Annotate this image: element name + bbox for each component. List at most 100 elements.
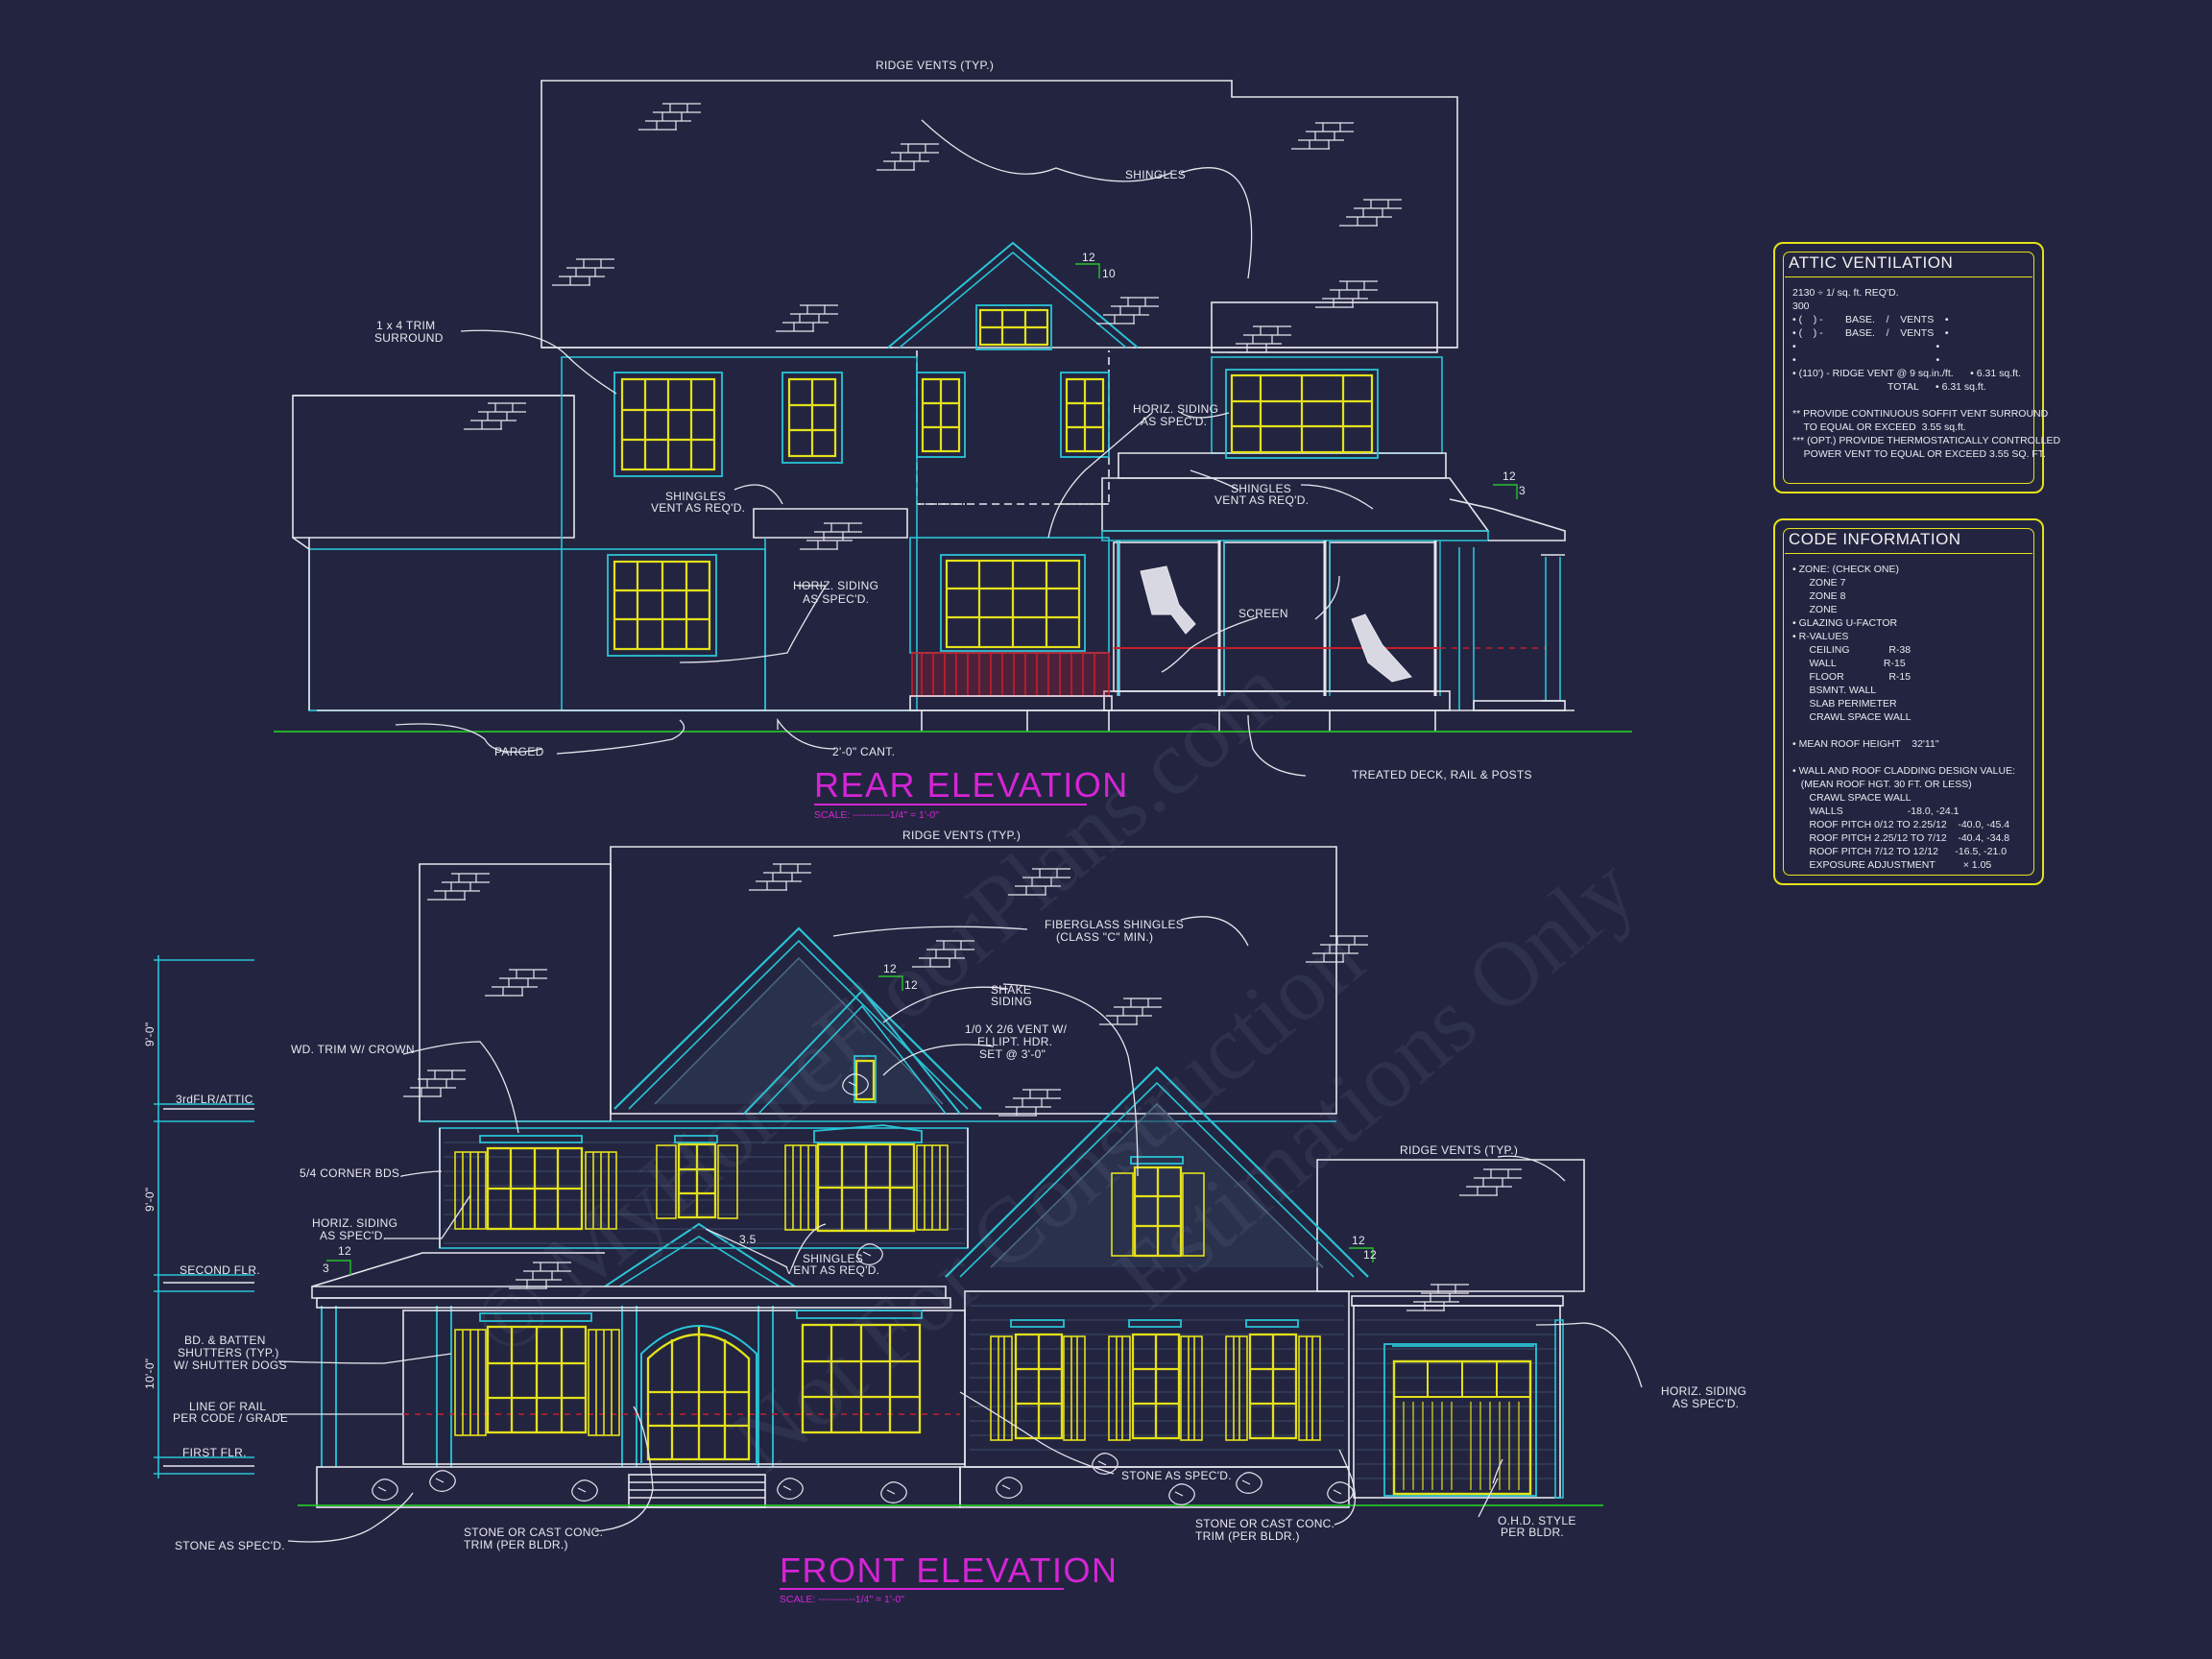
rear-elevation — [274, 80, 1632, 733]
front-pitch-12a: 12 — [883, 962, 897, 975]
code-note-line: • R-VALUES — [1792, 631, 1849, 642]
rear-trim-label-1: 1 x 4 TRIM — [376, 319, 435, 332]
front-title-block: FRONT ELEVATION SCALE: -----------1/4" =… — [780, 1551, 1117, 1605]
code-note-line: CRAWL SPACE WALL — [1792, 792, 1911, 804]
rear-cant-label: 2'-0" CANT. — [832, 745, 895, 758]
front-pitch-12c: 12 — [338, 1244, 351, 1258]
attic-ventilation-title: ATTIC VENTILATION — [1789, 253, 1954, 272]
code-note-line: • ZONE: (CHECK ONE) — [1792, 564, 1900, 575]
front-elevation-scale: SCALE: -----------1/4" = 1'-0" — [780, 1594, 904, 1605]
rear-pitch-12: 12 — [1082, 251, 1095, 264]
code-note-line: (MEAN ROOF HGT. 30 FT. OR LESS) — [1792, 779, 1972, 790]
front-stone-label-mid: STONE AS SPEC'D. — [1121, 1469, 1232, 1482]
code-note-line: • GLAZING U-FACTOR — [1792, 617, 1898, 629]
front-wd-trim-label: WD. TRIM W/ CROWN — [291, 1043, 415, 1056]
stone-mark — [1327, 1481, 1354, 1503]
attic-note-line: • ( ) - BASE. / VENTS • — [1792, 327, 1949, 339]
shingle-mark — [1459, 1168, 1522, 1196]
front-ohd-label-2: PER BLDR. — [1501, 1526, 1564, 1539]
shingle-mark — [800, 522, 862, 550]
shingle-mark — [638, 103, 701, 131]
code-note-line: FLOOR R-15 — [1792, 671, 1911, 683]
code-note-line: CEILING R-38 — [1792, 644, 1911, 656]
shingle-mark — [427, 873, 490, 901]
rear-elevation-scale: SCALE: -----------1/4" = 1'-0" — [814, 809, 939, 821]
attic-ventilation-notes: 2130 ÷ 1/ sq. ft. REQ'D.300• ( ) - BASE.… — [1792, 286, 2061, 461]
shingle-mark — [552, 258, 614, 286]
rear-title-block: REAR ELEVATION SCALE: -----------1/4" = … — [814, 765, 1127, 821]
floor-levels: 3rdFLR/ATTIC SECOND FLR. FIRST FLR. 9'-0… — [143, 1022, 260, 1459]
front-horiz-siding-label-1: HORIZ. SIDING — [312, 1216, 397, 1230]
stone-mark — [1168, 1483, 1195, 1505]
front-shingles-vent-label-2: VENT AS REQ'D. — [785, 1263, 879, 1277]
attic-note-line: POWER VENT TO EQUAL OR EXCEED 3.55 SQ. F… — [1792, 448, 2046, 460]
shingle-mark — [464, 402, 526, 430]
shingle-mark — [1339, 199, 1402, 227]
stone-texture — [372, 1073, 1354, 1505]
code-note-line: ZONE — [1792, 604, 1838, 615]
stone-mark — [372, 1479, 398, 1501]
stone-mark — [1236, 1472, 1262, 1494]
shingle-mark — [509, 1262, 571, 1289]
code-note-line: SLAB PERIMETER — [1792, 698, 1897, 709]
code-information-title: CODE INFORMATION — [1789, 530, 1961, 548]
stone-mark — [856, 1243, 883, 1265]
shingle-mark — [1306, 935, 1368, 963]
level-second-floor-label: SECOND FLR. — [180, 1263, 260, 1277]
attic-note-line: • (110') - RIDGE VENT @ 9 sq.in./ft. • 6… — [1792, 368, 2021, 379]
pitch-markers — [326, 263, 1518, 1275]
front-shingles-vent-label-1: SHINGLES — [803, 1252, 863, 1265]
shingle-mark — [1315, 280, 1378, 308]
attic-note-line: TOTAL • 6.31 sq.ft. — [1792, 381, 1986, 393]
rear-pitch-3: 3 — [1519, 484, 1526, 497]
front-cast-label-1b: TRIM (PER BLDR.) — [464, 1538, 568, 1551]
front-pitch-12b: 12 — [904, 978, 918, 992]
rear-shingles-vent-label-2: SHINGLES — [1231, 482, 1291, 495]
attic-note-line: ** PROVIDE CONTINUOUS SOFFIT VENT SURROU… — [1792, 408, 2049, 420]
front-pitch-3: 3 — [323, 1262, 329, 1275]
attic-note-line: *** (OPT.) PROVIDE THERMOSTATICALLY CONT… — [1792, 435, 2061, 446]
stone-mark — [880, 1481, 907, 1503]
level-dim-3: 10'-0" — [143, 1358, 156, 1389]
code-note-line: ZONE 8 — [1792, 590, 1846, 602]
front-ridge-vents-label: RIDGE VENTS (TYP.) — [902, 829, 1021, 842]
level-first-floor-label: FIRST FLR. — [182, 1446, 247, 1459]
attic-note-line: • • — [1792, 341, 1940, 352]
attic-note-line: • ( ) - BASE. / VENTS • — [1792, 314, 1949, 325]
rear-ridge-vents-label: RIDGE VENTS (TYP.) — [876, 59, 994, 72]
front-cast-label-1a: STONE OR CAST CONC. — [464, 1526, 603, 1539]
code-note-line: • MEAN ROOF HEIGHT 32'11" — [1792, 738, 1939, 750]
stone-mark — [777, 1478, 804, 1500]
shingle-mark — [877, 143, 939, 171]
shingle-mark — [1229, 325, 1291, 353]
front-shake-label-2: SIDING — [991, 995, 1032, 1008]
code-note-line: EXPOSURE ADJUSTMENT × 1.05 — [1792, 859, 1992, 871]
rear-screen-label: SCREEN — [1238, 607, 1288, 620]
attic-note-line: 2130 ÷ 1/ sq. ft. REQ'D. — [1792, 287, 1899, 299]
rear-parged-label: PARGED — [494, 745, 544, 758]
front-labels: RIDGE VENTS (TYP.) FIBERGLASS SHINGLES (… — [173, 829, 1746, 1552]
code-note-line: • WALL AND ROOF CLADDING DESIGN VALUE: — [1792, 765, 2015, 777]
level-dim-1: 9'-0" — [143, 1022, 156, 1046]
code-note-line: ROOF PITCH 0/12 TO 2.25/12 -40.0, -45.4 — [1792, 819, 2010, 830]
code-note-line: BSMNT. WALL — [1792, 685, 1877, 696]
level-dim-2: 9'-0" — [143, 1188, 156, 1212]
stone-mark — [429, 1470, 456, 1492]
rear-shingles-label: SHINGLES — [1125, 168, 1186, 181]
shingle-mark — [1407, 1284, 1469, 1311]
front-horiz-siding-label-2: HORIZ. SIDING — [1661, 1384, 1746, 1398]
rear-labels: RIDGE VENTS (TYP.) SHINGLES 1 x 4 TRIM S… — [374, 59, 1532, 781]
front-rail-label-1: LINE OF RAIL — [189, 1400, 266, 1413]
code-note-line: CRAWL SPACE WALL — [1792, 711, 1911, 723]
shingle-mark — [998, 1089, 1061, 1117]
shingle-mark — [485, 969, 547, 997]
code-information-box: CODE INFORMATION • ZONE: (CHECK ONE) ZON… — [1773, 518, 2044, 885]
stone-mark — [571, 1479, 598, 1502]
stone-mark — [1092, 1453, 1118, 1475]
level-attic-label: 3rdFLR/ATTIC — [176, 1093, 253, 1106]
rear-trim-label-2: SURROUND — [374, 331, 444, 345]
stone-mark — [842, 1073, 869, 1095]
rear-horiz-siding-label-2b: AS SPEC'D. — [803, 592, 869, 606]
code-information-notes: • ZONE: (CHECK ONE) ZONE 7 ZONE 8 ZONE• … — [1792, 563, 2029, 872]
shingle-mark — [1008, 868, 1070, 896]
